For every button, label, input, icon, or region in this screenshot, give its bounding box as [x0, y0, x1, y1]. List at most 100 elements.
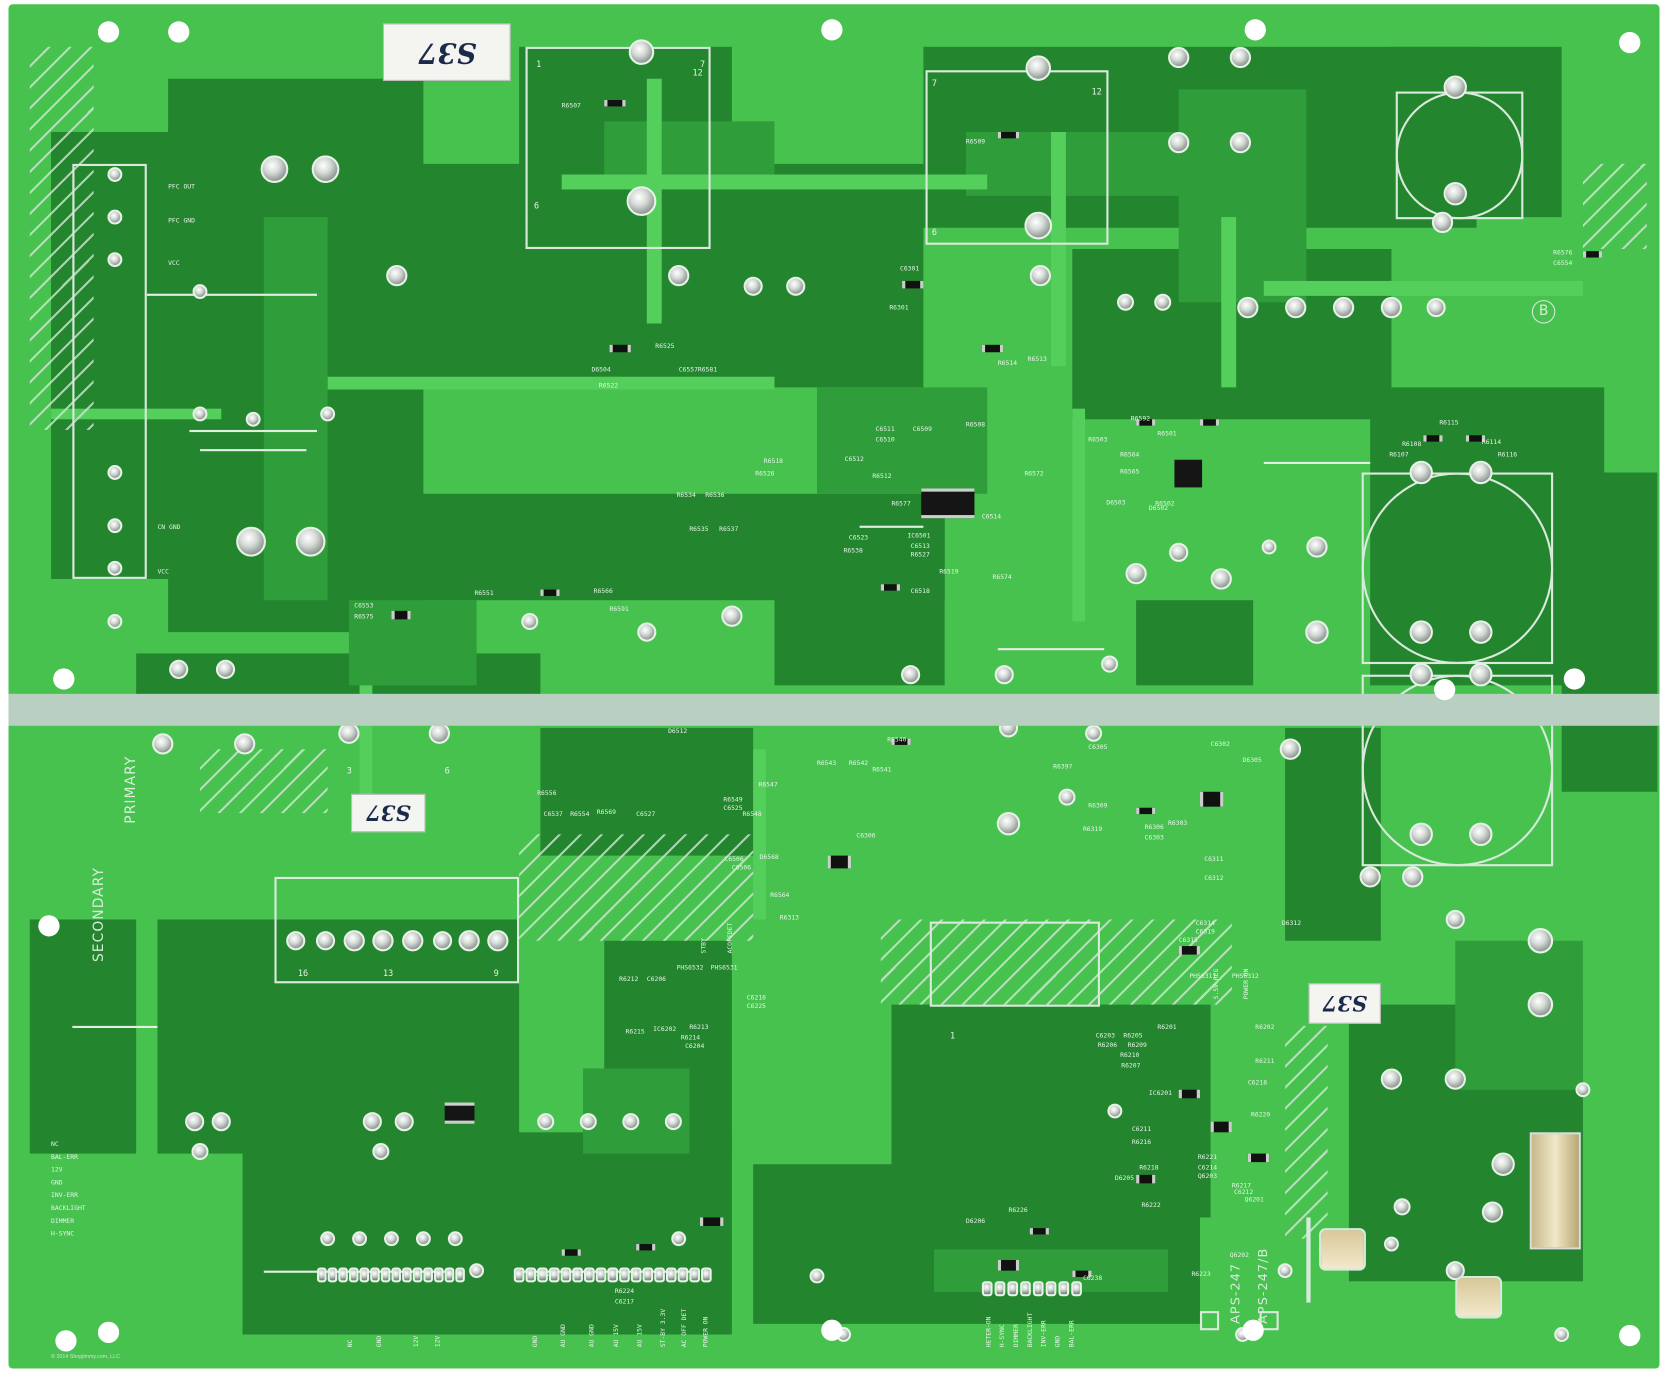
- mounting-hole: [1563, 668, 1586, 690]
- pin-number: 1: [949, 1031, 956, 1041]
- component-label: C6523: [848, 534, 869, 542]
- component-label: C6216: [746, 993, 767, 1002]
- component-label: R6201: [1157, 1023, 1177, 1032]
- component-label: D6512: [668, 727, 688, 736]
- solder-pad: [311, 155, 340, 184]
- component-label: R6554: [570, 810, 590, 819]
- connector-pin-label: AU GND: [588, 1324, 596, 1348]
- solder-pad: [622, 1113, 640, 1131]
- component-label: R6540: [887, 736, 907, 744]
- copper-pour: [29, 919, 137, 1154]
- component-label: C6204: [685, 1042, 705, 1051]
- connector-pin-label: BAL-ERR: [51, 1153, 78, 1162]
- solder-pad: [1359, 866, 1381, 888]
- solder-pad: [211, 1112, 231, 1132]
- pin-number: 16: [297, 968, 309, 978]
- component-label: R6526: [755, 470, 775, 478]
- solder-pad: [487, 930, 509, 952]
- silkscreen-outline: [929, 921, 1100, 1007]
- connector-pin-label: 12V: [434, 1335, 442, 1348]
- solder-pad: [901, 665, 921, 685]
- solder-pad: [1443, 181, 1467, 206]
- component-label: R6220: [1251, 1111, 1271, 1119]
- mounting-hole: [1244, 19, 1266, 41]
- component-label: PHS6311: [1189, 972, 1217, 981]
- solder-pad: [107, 518, 123, 534]
- component-label: R6525: [655, 342, 675, 351]
- component-label: R6216: [1131, 1138, 1152, 1147]
- solder-pad: [996, 811, 1021, 836]
- header-label: POWER ON: [1242, 968, 1250, 1000]
- component-label: C6217: [614, 1298, 635, 1306]
- silkscreen-line: [72, 1025, 158, 1029]
- smd-component: [1199, 419, 1220, 426]
- copper-trace: [348, 600, 477, 686]
- component-label: C6510: [875, 436, 895, 444]
- solder-pad: [1554, 1327, 1570, 1342]
- component-label: R6115: [1439, 419, 1459, 427]
- connector-pin: [423, 1267, 433, 1283]
- connector-pin-label: GND: [1054, 1335, 1062, 1348]
- component-label: R6541: [872, 766, 892, 774]
- smd-component: [540, 589, 560, 596]
- connector-pin: [1071, 1281, 1082, 1297]
- capacitor-outline: [1361, 472, 1554, 665]
- component-label: C6305: [1088, 743, 1108, 752]
- hatched-keepout: [29, 46, 94, 430]
- solder-pad: [192, 406, 208, 422]
- component-label: R6572: [1024, 470, 1044, 478]
- solder-pad: [458, 930, 480, 952]
- solder-pad: [1024, 211, 1053, 240]
- solder-pad: [295, 526, 326, 557]
- connector-pin-label: DIMMER: [1012, 1324, 1021, 1348]
- solder-pad: [1154, 293, 1172, 311]
- component-label: R6535: [689, 525, 709, 534]
- component-label: C6312: [1204, 874, 1224, 883]
- solder-pad: [169, 659, 189, 679]
- trace: [753, 749, 766, 920]
- component-label: IC6501: [907, 532, 931, 540]
- component-label: C6226: [568, 1270, 588, 1279]
- component-label: C6203: [1095, 1032, 1115, 1040]
- connector-pin: [1007, 1281, 1019, 1297]
- smd-component: [891, 738, 911, 745]
- component-label: C6518: [910, 587, 930, 595]
- mounting-hole: [97, 21, 120, 43]
- solder-pad: [372, 930, 394, 952]
- connector-pin: [560, 1267, 572, 1283]
- component-label: PHS6531: [710, 964, 738, 972]
- solder-pad: [372, 1142, 390, 1160]
- component-label: R6205: [1123, 1032, 1143, 1040]
- copper-pour: [136, 653, 541, 696]
- header-label: PFC OUT: [168, 183, 195, 191]
- connector-pin: [595, 1267, 607, 1283]
- solder-pad: [1409, 822, 1433, 847]
- solder-pad: [1229, 131, 1252, 154]
- trace: [1051, 131, 1066, 367]
- smd-component: [1029, 1228, 1049, 1235]
- connector-pin: [665, 1267, 677, 1283]
- component-label: R6518: [763, 457, 784, 466]
- pin-number: 6: [444, 766, 450, 776]
- component-label: R6224: [614, 1287, 635, 1296]
- component-label: R6507: [561, 102, 581, 110]
- copper-pour: [1136, 600, 1254, 686]
- connector-pin-label: DIMMER: [51, 1217, 75, 1225]
- ic-chip: [921, 488, 975, 519]
- solder-pad: [1384, 1236, 1399, 1252]
- component-label: R6503: [1088, 436, 1108, 444]
- pin-number: 12: [1091, 87, 1102, 97]
- component-label: R6397: [1053, 763, 1073, 771]
- copper-pour: [891, 1004, 1211, 1218]
- solder-pad: [402, 930, 424, 952]
- trace: [1221, 217, 1237, 388]
- component-label: R6313: [779, 914, 799, 922]
- solder-pad: [185, 1112, 205, 1132]
- header-label: ACOFFDET: [726, 922, 735, 954]
- solder-pad: [1469, 460, 1493, 485]
- smd-component: [1210, 1121, 1232, 1133]
- connector-pin: [412, 1267, 423, 1283]
- solder-pad: [1491, 1152, 1515, 1176]
- solder-pad: [579, 1113, 597, 1131]
- connector-pin-label: GND: [51, 1179, 63, 1187]
